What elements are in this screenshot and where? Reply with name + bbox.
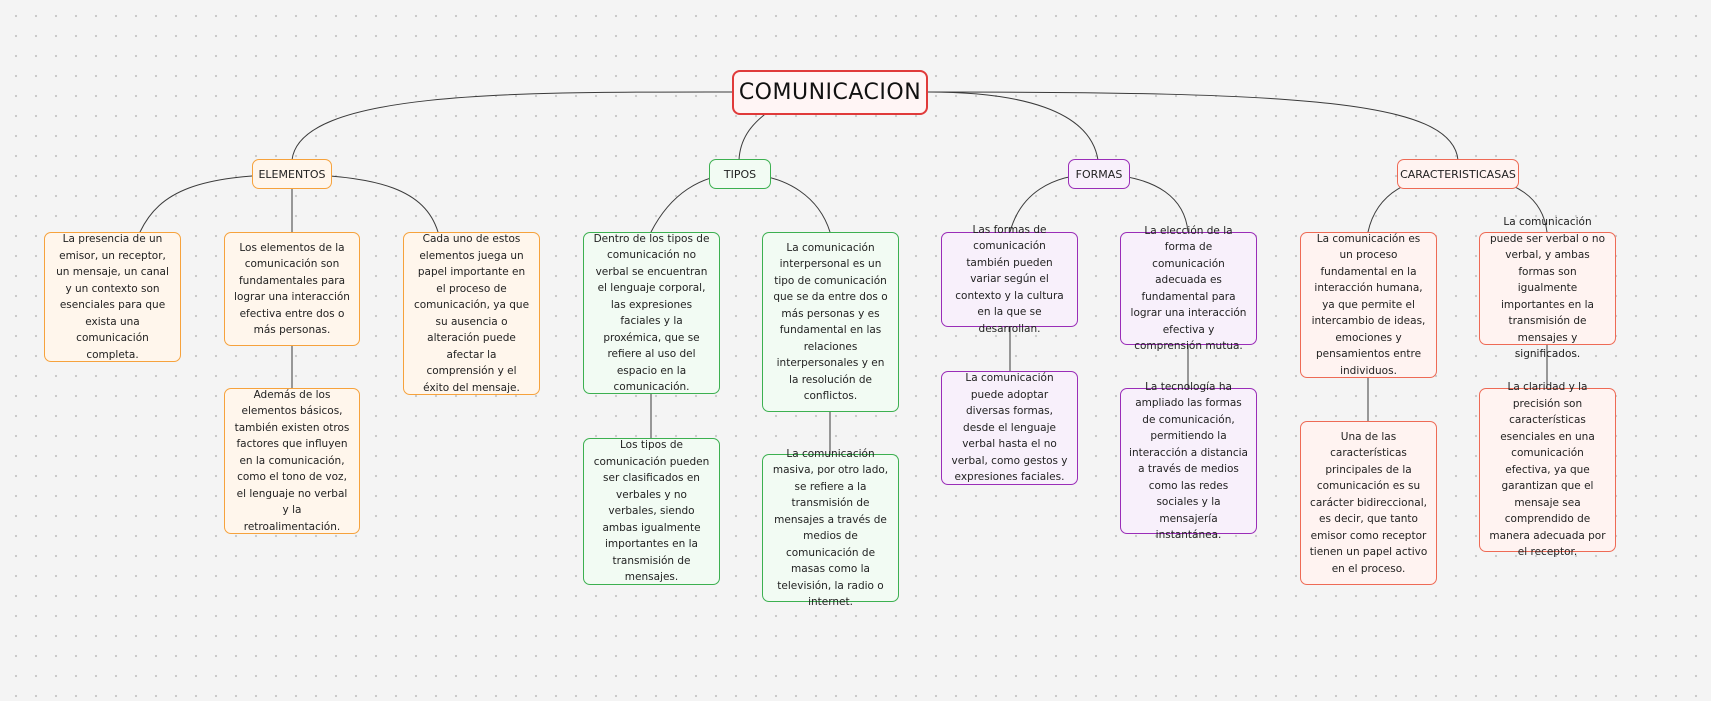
category-tipos[interactable]: TIPOS [709, 159, 771, 189]
connector-root-tipos [738, 111, 769, 161]
category-formas[interactable]: FORMAS [1068, 159, 1130, 189]
root-node[interactable]: COMUNICACION [732, 70, 928, 115]
category-elementos[interactable]: ELEMENTOS [252, 159, 332, 189]
node-elementos-2a[interactable]: Además de los elementos básicos, también… [224, 388, 360, 534]
node-caracteristicas-1[interactable]: La comunicación es un proceso fundamenta… [1300, 232, 1437, 378]
node-formas-2[interactable]: La elección de la forma de comunicación … [1120, 225, 1257, 352]
node-elementos-2[interactable]: Los elementos de la comunicación son fun… [224, 232, 360, 346]
connector-root-formas [927, 91, 1099, 161]
node-tipos-1[interactable]: Dentro de los tipos de comunicación no v… [583, 232, 720, 394]
node-formas-2a[interactable]: La tecnología ha ampliado las formas de … [1120, 381, 1257, 541]
node-elementos-3[interactable]: Cada uno de estos elementos juega un pap… [403, 232, 540, 395]
node-tipos-2[interactable]: La comunicación interpersonal es un tipo… [762, 232, 899, 412]
node-formas-1a[interactable]: La comunicación puede adoptar diversas f… [941, 371, 1078, 485]
node-caracteristicas-2a[interactable]: La claridad y la precisión son caracterí… [1479, 381, 1616, 558]
node-tipos-2a[interactable]: La comunicación masiva, por otro lado, s… [762, 448, 899, 608]
connector-root-elementos [291, 91, 733, 161]
connector-root-caracteristicas [927, 91, 1459, 161]
node-formas-1[interactable]: Las formas de comunicación también puede… [941, 224, 1078, 335]
node-elementos-1[interactable]: La presencia de un emisor, un receptor, … [44, 232, 181, 362]
node-caracteristicas-2[interactable]: La comunicación puede ser verbal o no ve… [1479, 216, 1616, 360]
category-caracteristicas[interactable]: CARACTERISTICASAS [1397, 159, 1519, 189]
node-caracteristicas-1a[interactable]: Una de las características principales d… [1300, 421, 1437, 585]
node-tipos-1a[interactable]: Los tipos de comunicación pueden ser cla… [583, 438, 720, 585]
